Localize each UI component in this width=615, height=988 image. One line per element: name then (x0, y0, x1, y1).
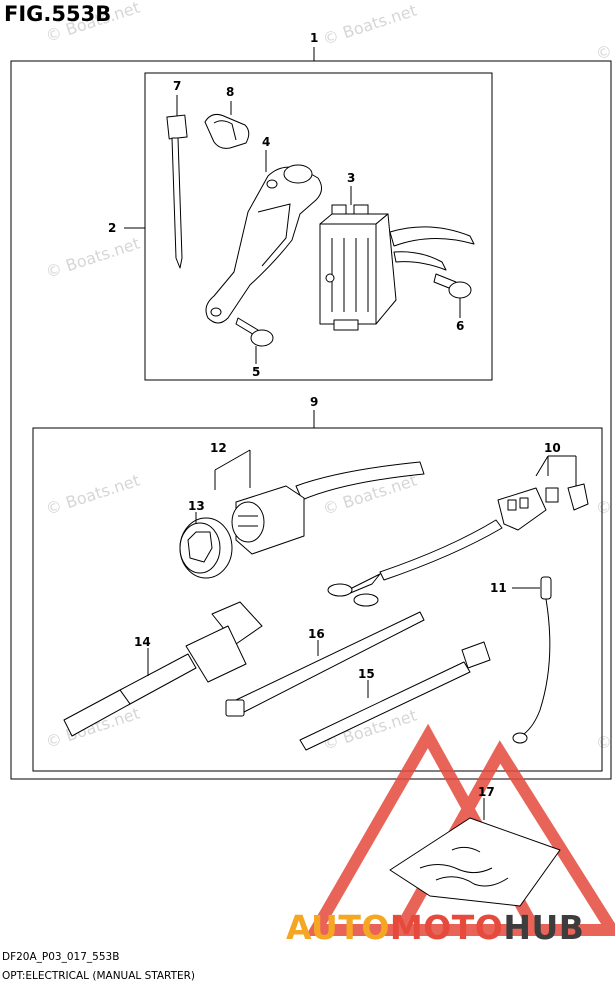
watermark-text: © Boats.net (593, 16, 615, 64)
callout-13: 13 (188, 499, 205, 513)
watermark-text: © Boats.net (43, 234, 142, 282)
brand-part-hub: HUB (503, 908, 584, 947)
callout-1: 1 (310, 31, 318, 45)
part-17-decal-sheet (389, 798, 561, 907)
callout-8: 8 (226, 85, 234, 99)
callout-15: 15 (358, 667, 375, 681)
part-14-sleeve (63, 601, 263, 737)
outer-frame (10, 60, 612, 780)
part-12-connector-harness (214, 449, 425, 555)
figure-title: FIG.553B (4, 2, 111, 26)
callout-17: 17 (478, 785, 495, 799)
callout-6: 6 (456, 319, 464, 333)
part-10-harness (327, 455, 589, 607)
watermark-text: © Boats.net (320, 1, 419, 49)
part-16-tie (225, 611, 425, 717)
watermark-text: © Boats.net (593, 471, 615, 519)
watermark-layer: © Boats.net © Boats.net © Boats.net © Bo… (43, 0, 615, 754)
callout-7: 7 (173, 79, 181, 93)
callout-4: 4 (262, 135, 270, 149)
part-13-coupler (179, 512, 233, 579)
callout-11: 11 (490, 581, 507, 595)
part-8-clamp (204, 101, 250, 149)
brand-part-auto: AUTO (286, 908, 390, 947)
footer-caption: OPT:ELECTRICAL (MANUAL STARTER) (2, 970, 195, 982)
callout-5: 5 (252, 365, 260, 379)
callout-16: 16 (308, 627, 325, 641)
part-4-bracket (205, 150, 322, 324)
part-15-tie (299, 641, 491, 751)
sub-assembly-box-bottom (32, 427, 603, 772)
callout-12: 12 (210, 441, 227, 455)
callout-14: 14 (134, 635, 151, 649)
part-7-cable-tie (166, 95, 188, 269)
part-6-bolt (433, 273, 472, 318)
sub-assembly-box-top (144, 72, 493, 381)
brand-part-moto: MOTO (390, 908, 503, 947)
svg-text:AUTOMOTOHUB: AUTOMOTOHUB (286, 908, 584, 947)
part-11-ground-lead (512, 576, 552, 744)
callout-9: 9 (310, 395, 318, 409)
brand-wordmark: AUTOMOTOHUB (286, 908, 584, 947)
watermark-text: © Boats.net (43, 471, 142, 519)
watermark-text: © Boats.net (593, 706, 615, 754)
part-3-rectifier (319, 186, 475, 331)
callout-3: 3 (347, 171, 355, 185)
part-5-bolt (235, 317, 274, 364)
callout-2: 2 (108, 221, 116, 235)
footer-code: DF20A_P03_017_553B (2, 951, 119, 963)
callout-10: 10 (544, 441, 561, 455)
